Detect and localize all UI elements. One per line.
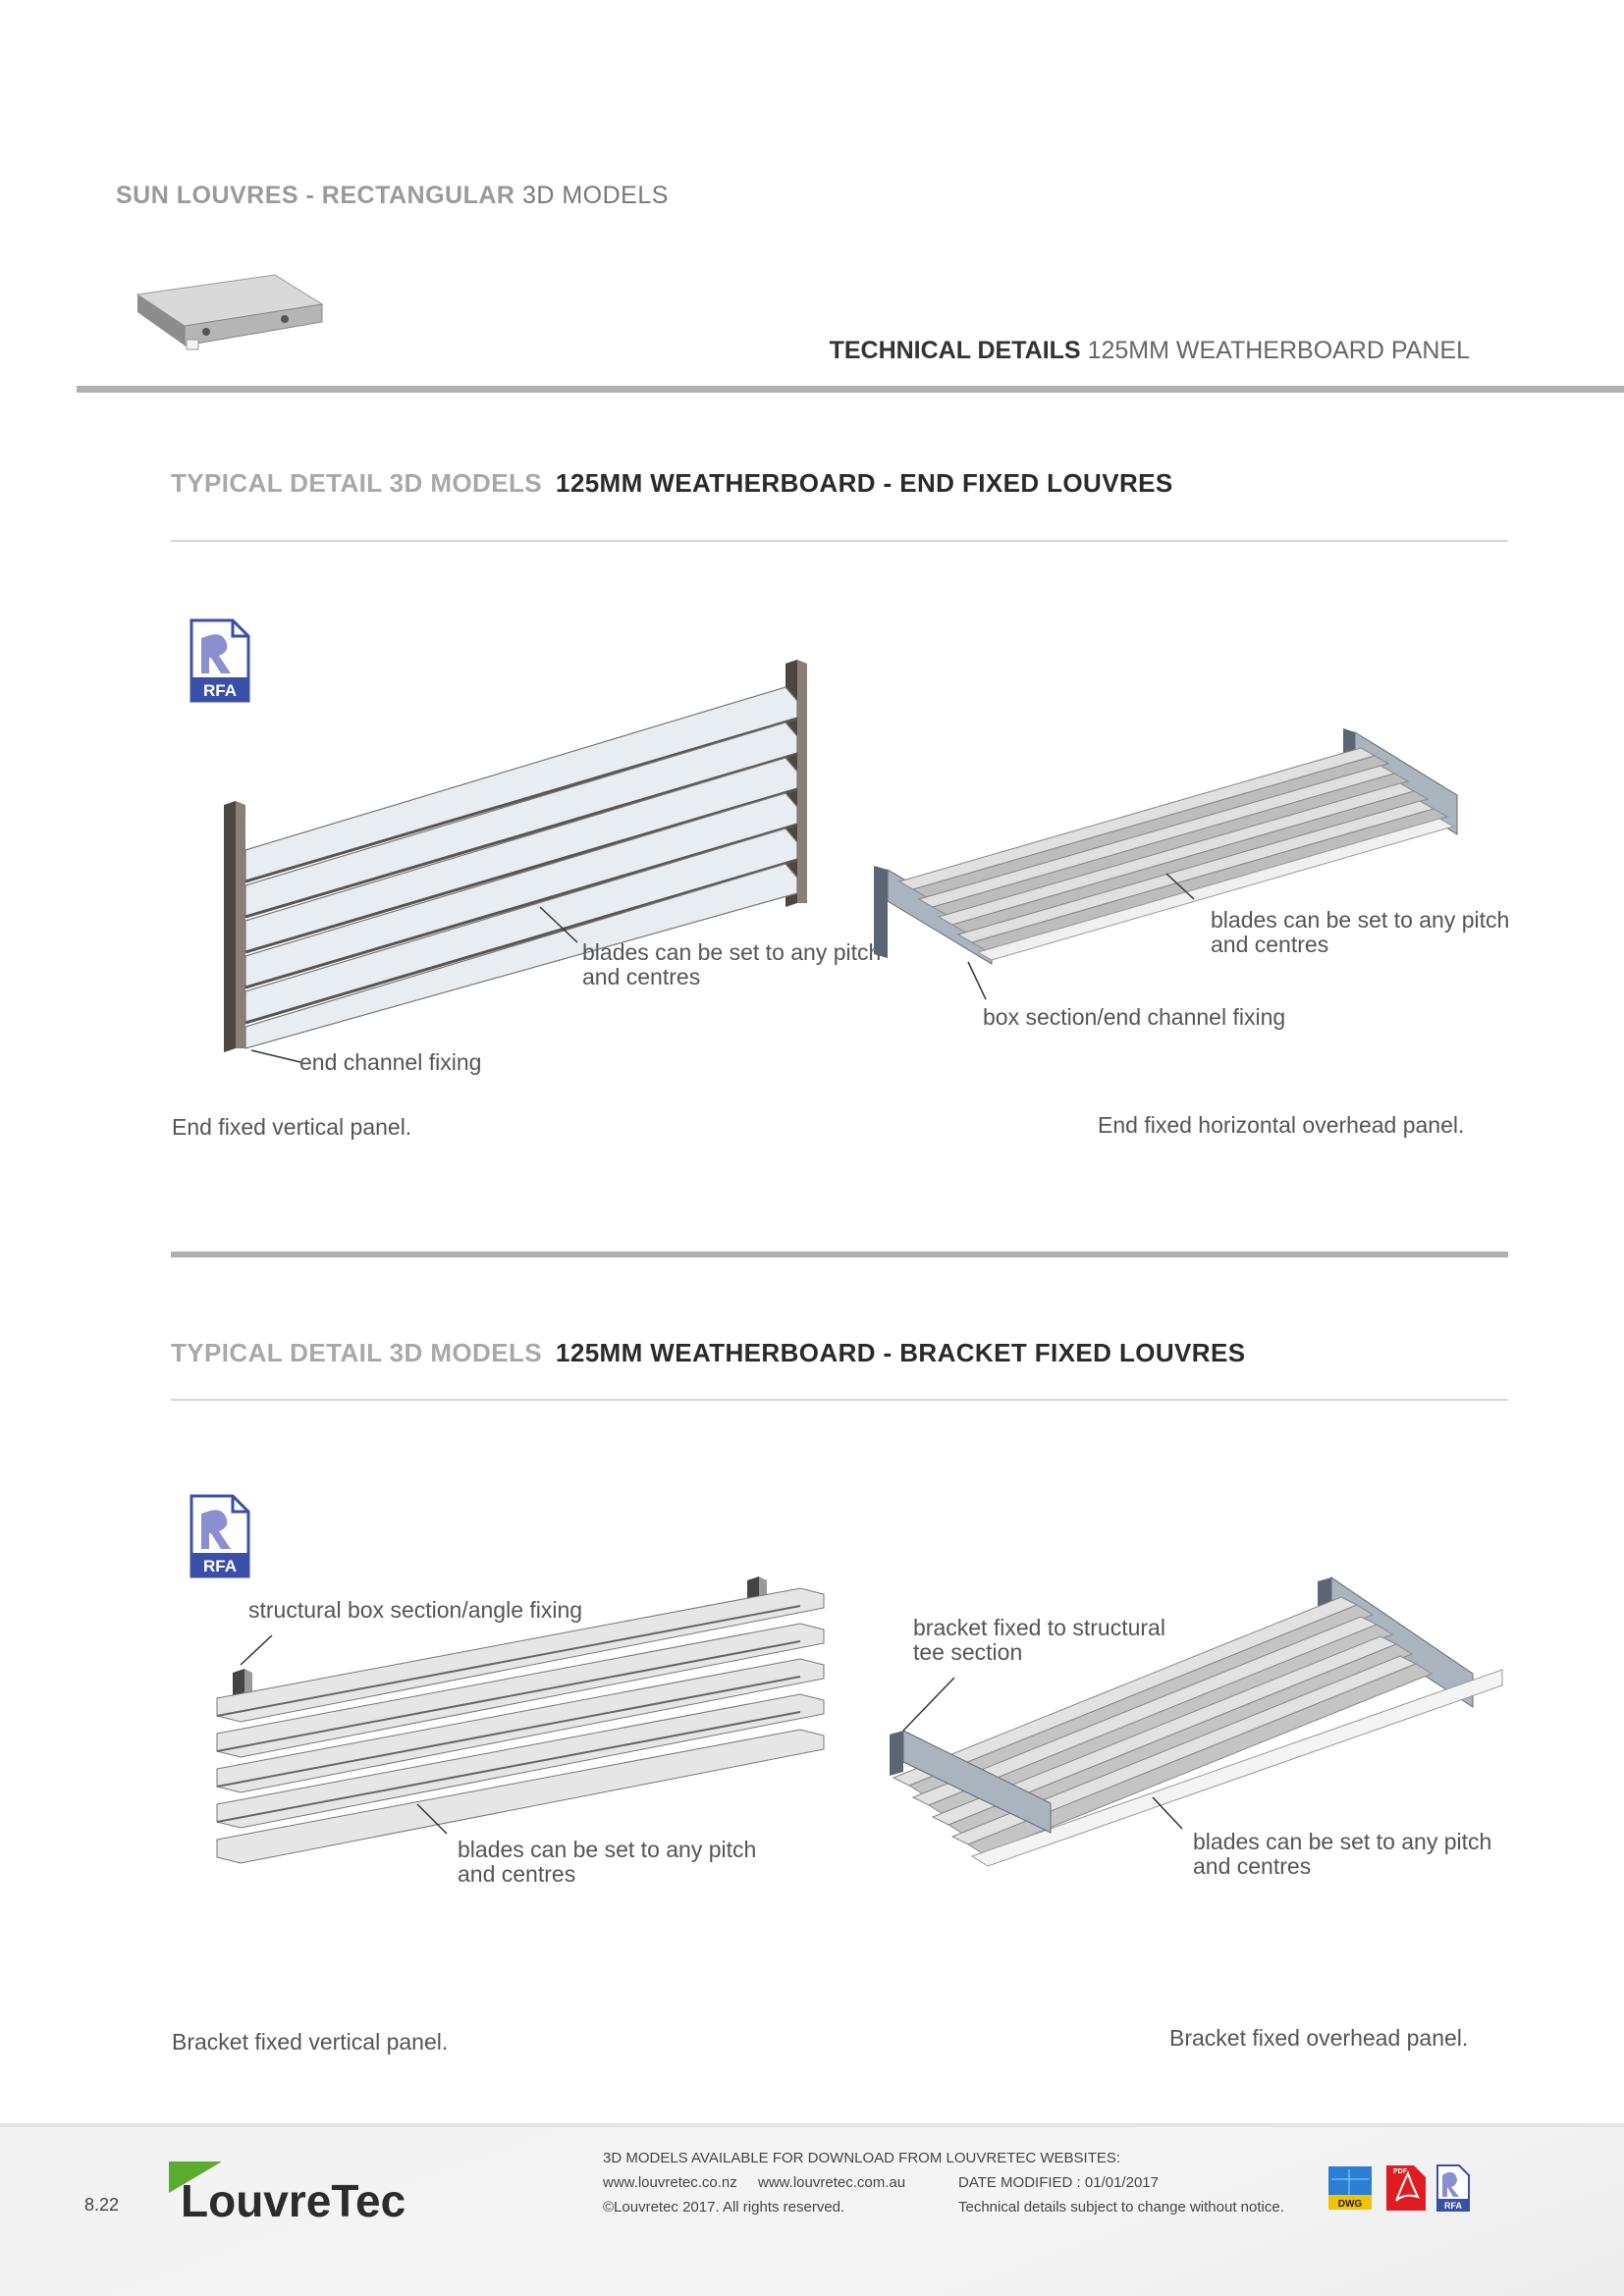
blade-pitch-label: blades can be set to any pitch and centr… bbox=[582, 940, 881, 989]
section-divider bbox=[171, 1252, 1508, 1257]
end-fixed-vertical-panel-drawing bbox=[224, 660, 807, 1063]
document-heading: SUN LOUVRES - RECTANGULAR 3D MODELS bbox=[116, 182, 669, 210]
rfa-icon-label: RFA bbox=[203, 681, 237, 700]
product-thumbnail bbox=[135, 274, 324, 350]
blade-pitch-line2: and centres bbox=[582, 964, 701, 989]
logo-text: LouvreTec bbox=[181, 2175, 406, 2226]
section2-prefix: TYPICAL DETAIL 3D MODELS bbox=[171, 1338, 542, 1367]
section2-divider bbox=[171, 1399, 1508, 1401]
section1-divider bbox=[171, 540, 1508, 542]
blade-pitch-line2: and centres bbox=[1193, 1853, 1312, 1879]
blade-pitch-label-right: blades can be set to any pitch and centr… bbox=[1211, 908, 1509, 957]
bracket-fixed-vertical-panel-drawing bbox=[216, 1576, 825, 1864]
section1-title: TYPICAL DETAIL 3D MODELS 125MM WEATHERBOA… bbox=[171, 468, 1173, 499]
website-nz-link[interactable]: www.louvretec.co.nz bbox=[603, 2174, 737, 2191]
caption-bracket-fixed-overhead: Bracket fixed overhead panel. bbox=[1169, 2025, 1469, 2051]
heading-bold: SUN LOUVRES - RECTANGULAR bbox=[116, 182, 515, 209]
pdf-icon-label: PDF bbox=[1393, 2168, 1408, 2175]
disclaimer: Technical details subject to change with… bbox=[958, 2199, 1284, 2216]
tee-section-line1: bracket fixed to structural bbox=[913, 1615, 1165, 1640]
tee-section-line2: tee section bbox=[913, 1639, 1023, 1665]
section1-name: 125MM WEATHERBOARD - END FIXED LOUVRES bbox=[555, 468, 1173, 498]
blade-pitch-label: blades can be set to any pitch and centr… bbox=[458, 1838, 756, 1887]
louvre-blades bbox=[244, 686, 798, 1049]
angle-fixing-label: structural box section/angle fixing bbox=[248, 1597, 583, 1623]
tee-section-label: bracket fixed to structural tee section bbox=[913, 1616, 1165, 1665]
pdf-download-icon[interactable]: PDF bbox=[1384, 2163, 1428, 2213]
tech-light: 125MM WEATHERBOARD PANEL bbox=[1087, 337, 1470, 364]
logo-green-triangle-icon bbox=[169, 2162, 222, 2193]
louvretec-logo[interactable]: LouvreTec bbox=[167, 2160, 432, 2226]
technical-details-heading: TECHNICAL DETAILS 125MM WEATHERBOARD PAN… bbox=[830, 337, 1470, 365]
header-divider bbox=[77, 386, 1624, 393]
end-channel-label: end channel fixing bbox=[299, 1049, 482, 1075]
section2-name: 125MM WEATHERBOARD - BRACKET FIXED LOUVR… bbox=[555, 1338, 1246, 1367]
section2-title: TYPICAL DETAIL 3D MODELS 125MM WEATHERBOA… bbox=[171, 1338, 1245, 1368]
blade-pitch-line1: blades can be set to any pitch bbox=[1193, 1829, 1492, 1854]
caption-end-fixed-vertical: End fixed vertical panel. bbox=[172, 1114, 412, 1140]
caption-end-fixed-horizontal: End fixed horizontal overhead panel. bbox=[1098, 1112, 1465, 1138]
blade-pitch-line1: blades can be set to any pitch bbox=[582, 939, 882, 965]
rfa-file-icon[interactable]: RFA bbox=[189, 618, 250, 703]
blade-pitch-line1: blades can be set to any pitch bbox=[1211, 907, 1510, 933]
dwg-icon-label: DWG bbox=[1338, 2199, 1363, 2210]
rfa-download-icon[interactable]: RFA bbox=[1435, 2163, 1471, 2213]
page-number: 8.22 bbox=[84, 2195, 120, 2215]
rfa-icon-label: RFA bbox=[203, 1557, 237, 1575]
rfa-file-icon[interactable]: RFA bbox=[189, 1494, 250, 1578]
caption-bracket-fixed-vertical: Bracket fixed vertical panel. bbox=[172, 2029, 449, 2055]
tech-bold: TECHNICAL DETAILS bbox=[829, 337, 1081, 364]
bracket-fixed-overhead-panel-drawing bbox=[890, 1576, 1503, 1867]
date-modified: DATE MODIFIED : 01/01/2017 bbox=[958, 2174, 1159, 2191]
end-fixed-horizontal-panel-drawing bbox=[874, 728, 1458, 1000]
blade-pitch-label-right: blades can be set to any pitch and centr… bbox=[1193, 1830, 1491, 1879]
rfa-small-icon-label: RFA bbox=[1444, 2201, 1463, 2211]
section1-prefix: TYPICAL DETAIL 3D MODELS bbox=[171, 468, 542, 498]
blade-pitch-line2: and centres bbox=[458, 1861, 576, 1887]
blade-pitch-line2: and centres bbox=[1211, 932, 1329, 957]
downloads-heading: 3D MODELS AVAILABLE FOR DOWNLOAD FROM LO… bbox=[603, 2150, 1121, 2166]
footer-top-border bbox=[0, 2123, 1624, 2127]
louvre-blades bbox=[892, 1596, 1503, 1867]
website-au-link[interactable]: www.louvretec.com.au bbox=[758, 2174, 906, 2191]
louvre-blades bbox=[897, 747, 1455, 961]
blade-pitch-line1: blades can be set to any pitch bbox=[458, 1837, 757, 1862]
box-section-label: box section/end channel fixing bbox=[983, 1004, 1286, 1030]
copyright: ©Louvretec 2017. All rights reserved. bbox=[603, 2199, 845, 2216]
dwg-download-icon[interactable]: DWG bbox=[1327, 2165, 1373, 2211]
heading-light: 3D MODELS bbox=[521, 182, 669, 209]
louvre-blades bbox=[216, 1587, 825, 1864]
